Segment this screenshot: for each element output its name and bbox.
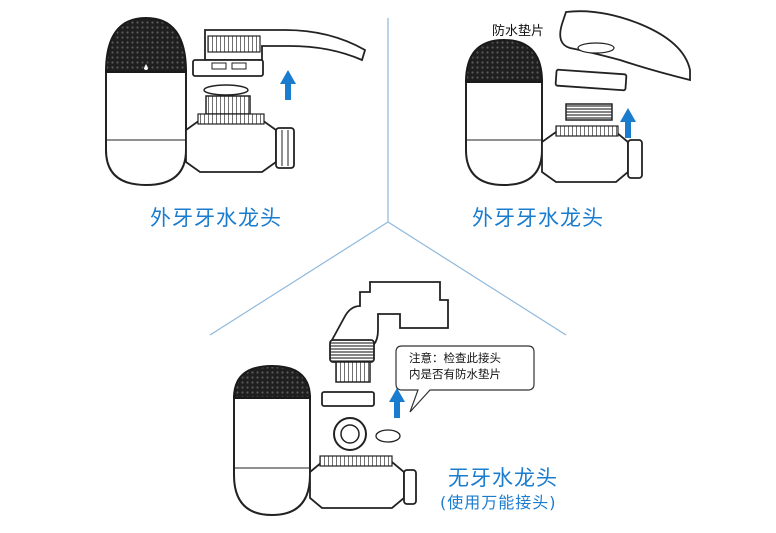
gasket-label: 防水垫片 bbox=[492, 24, 545, 39]
panel-top-left bbox=[104, 16, 367, 187]
faucet-body bbox=[559, 10, 691, 82]
up-arrow-icon bbox=[280, 70, 296, 100]
up-arrow-icon bbox=[620, 108, 636, 138]
filter-body bbox=[105, 69, 187, 187]
callout-line-1: 注意：检查此接头 bbox=[409, 351, 501, 365]
callout-line-2: 内是否有防水垫片 bbox=[409, 367, 501, 381]
caption-top-right: 外牙牙水龙头 bbox=[472, 206, 604, 230]
speech-callout bbox=[395, 345, 535, 413]
up-arrow-icon bbox=[389, 388, 405, 418]
panel-bottom bbox=[232, 281, 449, 517]
filter-cap bbox=[104, 16, 188, 73]
filter-cap bbox=[464, 38, 544, 83]
filter-cap bbox=[232, 364, 312, 399]
connector-ring bbox=[192, 59, 264, 77]
caption-top-left: 外牙牙水龙头 bbox=[150, 206, 282, 230]
panel-dividers bbox=[209, 18, 567, 336]
caption-bottom: 无牙水龙头 bbox=[448, 466, 558, 490]
subcaption-bottom: (使用万能接头) bbox=[440, 493, 557, 512]
panel-top-right bbox=[464, 10, 691, 187]
